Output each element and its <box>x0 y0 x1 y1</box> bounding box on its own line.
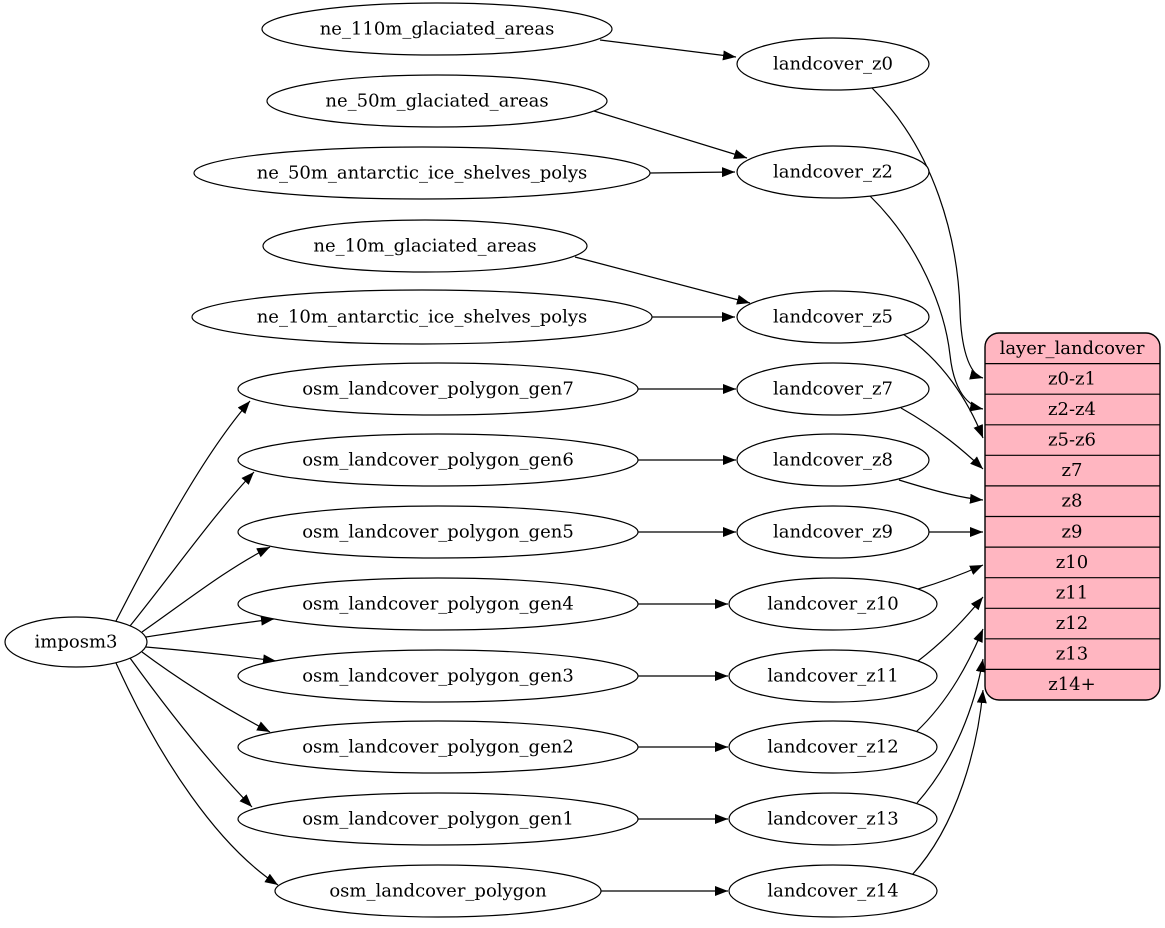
node-osm-landcover-polygon-gen3: osm_landcover_polygon_gen3 <box>237 649 639 703</box>
record-row-z0-z1: z0-z1 <box>1048 368 1096 389</box>
node-landcover-z9: landcover_z9 <box>736 505 930 559</box>
record-row-z10: z10 <box>1056 552 1088 573</box>
edge-ne10m-glaciated-z5 <box>574 256 751 305</box>
node-osm-landcover-polygon-gen4: osm_landcover_polygon_gen4 <box>237 577 639 631</box>
edge-z11-row <box>917 596 984 662</box>
node-label: osm_landcover_polygon_gen6 <box>302 450 574 471</box>
record-row-z2-z4: z2-z4 <box>1048 399 1096 420</box>
node-label: osm_landcover_polygon_gen1 <box>302 809 574 830</box>
node-label: landcover_z5 <box>773 307 893 328</box>
node-label: osm_landcover_polygon_gen3 <box>302 666 574 687</box>
edge-z0-row <box>871 87 984 380</box>
edge-imposm3-gen2 <box>141 651 271 733</box>
edge-z13-row <box>916 658 986 804</box>
edge-z5-row <box>902 333 984 439</box>
edge-imposm3-polygon <box>115 662 279 886</box>
edge-imposm3-gen5 <box>141 546 271 633</box>
edge-imposm3-gen7 <box>115 400 251 622</box>
node-label: landcover_z10 <box>767 594 898 615</box>
edge-ne50m-antarctic-z2 <box>649 167 736 178</box>
node-ne-10m-antarctic-ice-shelves-polys: ne_10m_antarctic_ice_shelves_polys <box>191 289 653 345</box>
node-label: landcover_z8 <box>773 450 893 471</box>
edge-imposm3-gen3 <box>145 646 277 665</box>
node-label: landcover_z2 <box>773 162 893 183</box>
node-osm-landcover-polygon-gen7: osm_landcover_polygon_gen7 <box>237 362 639 416</box>
node-ne-50m-glaciated-areas: ne_50m_glaciated_areas <box>266 74 608 128</box>
node-ne-10m-glaciated-areas: ne_10m_glaciated_areas <box>262 219 588 273</box>
edge-z12-row <box>915 628 984 733</box>
edge-z7-row <box>900 407 984 470</box>
record-row-z8: z8 <box>1062 491 1083 512</box>
node-osm-landcover-polygon-gen2: osm_landcover_polygon_gen2 <box>237 720 639 774</box>
record-row-z13: z13 <box>1056 644 1088 665</box>
node-landcover-z13: landcover_z13 <box>728 792 938 846</box>
node-landcover-z8: landcover_z8 <box>736 433 930 487</box>
node-landcover-z10: landcover_z10 <box>728 577 938 631</box>
edge-z2-row <box>869 195 984 412</box>
node-landcover-z11: landcover_z11 <box>728 649 938 703</box>
node-ne-110m-glaciated-areas: ne_110m_glaciated_areas <box>261 2 613 56</box>
node-label: osm_landcover_polygon_gen7 <box>302 379 574 400</box>
node-label: landcover_z11 <box>767 666 898 687</box>
node-label: landcover_z9 <box>773 522 893 543</box>
node-label: landcover_z14 <box>767 881 898 902</box>
edge-imposm3-gen4 <box>145 615 275 638</box>
node-label: ne_50m_glaciated_areas <box>325 91 548 112</box>
node-imposm3: imposm3 <box>4 616 148 668</box>
node-osm-landcover-polygon-gen1: osm_landcover_polygon_gen1 <box>237 792 639 846</box>
node-osm-landcover-polygon-gen6: osm_landcover_polygon_gen6 <box>237 433 639 487</box>
record-row-z14plus: z14+ <box>1048 674 1095 695</box>
node-imposm3-label: imposm3 <box>35 632 118 653</box>
node-label: osm_landcover_polygon_gen5 <box>302 522 574 543</box>
node-ne-50m-antarctic-ice-shelves-polys: ne_50m_antarctic_ice_shelves_polys <box>193 146 651 200</box>
node-landcover-z7: landcover_z7 <box>736 362 930 416</box>
node-label: osm_landcover_polygon_gen4 <box>302 594 574 615</box>
edge-z10-row <box>917 564 984 590</box>
record-row-z11: z11 <box>1056 582 1088 603</box>
node-landcover-z2: landcover_z2 <box>736 145 930 199</box>
node-label: landcover_z7 <box>773 379 893 400</box>
node-label: osm_landcover_polygon_gen2 <box>302 737 574 758</box>
edge-ne50m-glaciated-z2 <box>593 110 748 159</box>
node-label: ne_110m_glaciated_areas <box>320 19 555 40</box>
node-label: landcover_z13 <box>767 809 898 830</box>
node-layer-landcover: layer_landcover z0-z1 z2-z4 z5-z6 z7 z8 … <box>984 332 1161 701</box>
node-label: landcover_z12 <box>767 737 898 758</box>
edge-imposm3-gen6 <box>129 471 255 627</box>
node-osm-landcover-polygon-gen5: osm_landcover_polygon_gen5 <box>237 505 639 559</box>
node-landcover-z14: landcover_z14 <box>728 864 938 918</box>
node-landcover-z0: landcover_z0 <box>736 37 930 91</box>
node-label: landcover_z0 <box>773 54 893 75</box>
record-row-z5-z6: z5-z6 <box>1048 430 1096 451</box>
node-landcover-z5: landcover_z5 <box>736 290 930 344</box>
edge-imposm3-gen1 <box>129 657 253 808</box>
record-row-z7: z7 <box>1062 460 1083 481</box>
record-row-z12: z12 <box>1056 613 1088 634</box>
node-label: ne_10m_glaciated_areas <box>313 236 536 257</box>
record-row-z9: z9 <box>1062 521 1083 542</box>
edge-ne110m-z0 <box>599 39 737 61</box>
node-landcover-z12: landcover_z12 <box>728 720 938 774</box>
edges <box>115 39 987 896</box>
node-label: ne_10m_antarctic_ice_shelves_polys <box>257 307 588 328</box>
node-osm-landcover-polygon: osm_landcover_polygon <box>274 864 602 918</box>
record-title: layer_landcover <box>1000 338 1145 359</box>
node-label: osm_landcover_polygon <box>329 881 547 902</box>
edge-z8-row <box>898 479 984 504</box>
edge-z14-row <box>911 689 987 876</box>
node-label: ne_50m_antarctic_ice_shelves_polys <box>257 163 588 184</box>
